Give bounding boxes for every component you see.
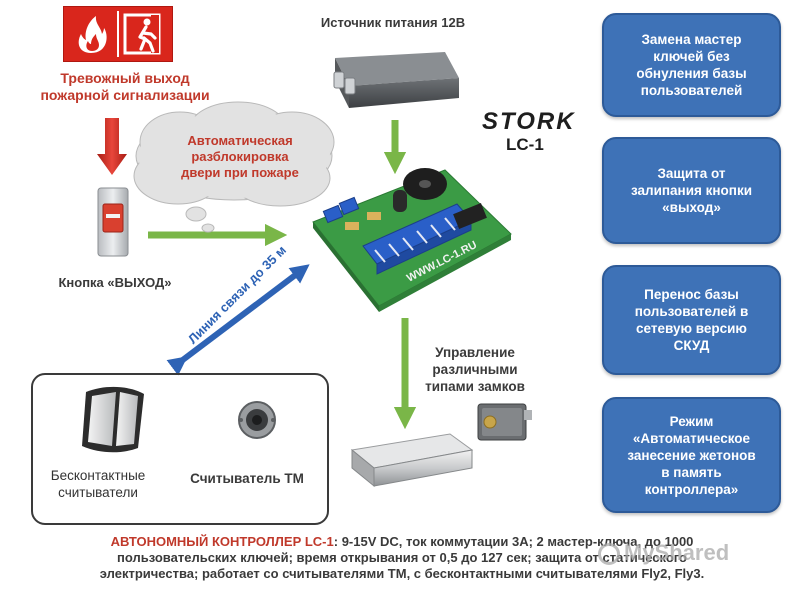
feature-auto-token-enrollment: Режим «Автоматическое занесение жетонов … bbox=[602, 397, 781, 513]
feature-1-line3: обнуления базы bbox=[636, 66, 747, 81]
specs-line3: электричества; работает со считывателями… bbox=[99, 566, 705, 581]
feature-1-line4: пользователей bbox=[640, 83, 743, 98]
feature-4-line2: «Автоматическое bbox=[632, 430, 751, 446]
feature-3-line2: пользователей в bbox=[634, 304, 749, 319]
alarm-output-title: Тревожный выход пожарной сигнализации bbox=[30, 70, 220, 104]
feature-4-line1: Режим bbox=[669, 413, 714, 429]
fire-icon bbox=[78, 16, 107, 53]
lock-control-label: Управление различными типами замков bbox=[415, 344, 535, 395]
lock-control-line1: Управление bbox=[435, 345, 515, 360]
emergency-exit-icon bbox=[123, 13, 161, 55]
arrow-readers-controller bbox=[166, 264, 310, 376]
controller-board: WWW.LC-1.RU bbox=[312, 168, 512, 312]
exit-button-device bbox=[97, 187, 129, 257]
feature-1-line1: Замена мастер bbox=[641, 32, 742, 47]
auto-unlock-line2: разблокировка bbox=[191, 149, 289, 164]
stork-logo: STORK bbox=[482, 108, 576, 135]
feature-master-key-replacement: Замена мастер ключей без обнуления базы … bbox=[602, 13, 781, 117]
auto-unlock-line3: двери при пожаре bbox=[181, 165, 299, 180]
auto-unlock-text: Автоматическая разблокировка двери при п… bbox=[165, 133, 315, 181]
feature-2-line3: «выход» bbox=[662, 200, 721, 215]
specs-line2: пользовательских ключей; время открывани… bbox=[117, 550, 687, 565]
lock-control-line2: различными bbox=[432, 362, 518, 377]
power-supply-label: Источник питания 12В bbox=[320, 15, 466, 30]
feature-button-stick-protection: Защита от залипания кнопки «выход» bbox=[602, 137, 781, 244]
lock-control-line3: типами замков bbox=[425, 379, 525, 394]
exit-button-label: Кнопка «ВЫХОД» bbox=[58, 275, 172, 290]
contactless-reader-device bbox=[82, 386, 144, 453]
alarm-output-line1: Тревожный выход bbox=[60, 70, 190, 86]
feature-3-line3: сетевую версию bbox=[636, 321, 747, 336]
tm-reader-label: Считыватель ТМ bbox=[190, 471, 304, 486]
contactless-readers-label: Бесконтактные считыватели bbox=[38, 467, 158, 501]
feature-4-line4: в память bbox=[661, 464, 722, 480]
feature-2-line2: залипания кнопки bbox=[630, 183, 753, 198]
feature-4-line3: занесение жетонов bbox=[627, 447, 756, 463]
feature-1-line2: ключей без bbox=[653, 49, 730, 64]
contactless-readers-line2: считыватели bbox=[58, 485, 138, 500]
alarm-output-line2: пожарной сигнализации bbox=[40, 87, 210, 103]
auto-unlock-cloud bbox=[133, 101, 335, 233]
feature-4-line5: контроллера» bbox=[644, 481, 739, 497]
contactless-readers-line1: Бесконтактные bbox=[50, 468, 146, 483]
feature-3-line1: Перенос базы bbox=[644, 287, 739, 302]
tm-reader-device bbox=[238, 401, 276, 439]
feature-database-transfer: Перенос базы пользователей в сетевую вер… bbox=[602, 265, 781, 375]
auto-unlock-line1: Автоматическая bbox=[187, 133, 293, 148]
controller-specs: АВТОНОМНЫЙ КОНТРОЛЛЕР LC-1: 9-15V DC, то… bbox=[22, 534, 782, 582]
readers-frame bbox=[31, 373, 329, 525]
model-label: LC-1 bbox=[506, 135, 544, 154]
rim-lock-device bbox=[477, 403, 532, 441]
feature-3-line4: СКУД bbox=[673, 338, 710, 353]
red-down-arrow-icon bbox=[97, 118, 127, 175]
specs-title: АВТОНОМНЫЙ КОНТРОЛЛЕР LC-1 bbox=[110, 534, 334, 549]
fire-exit-sign bbox=[63, 6, 173, 62]
feature-2-line1: Защита от bbox=[657, 166, 726, 181]
electromagnetic-lock-device bbox=[350, 433, 474, 488]
watermark-text: MyShared bbox=[624, 540, 730, 565]
watermark-ring-icon bbox=[598, 543, 620, 566]
power-supply-device bbox=[333, 52, 459, 108]
watermark: MyShared bbox=[598, 540, 729, 566]
